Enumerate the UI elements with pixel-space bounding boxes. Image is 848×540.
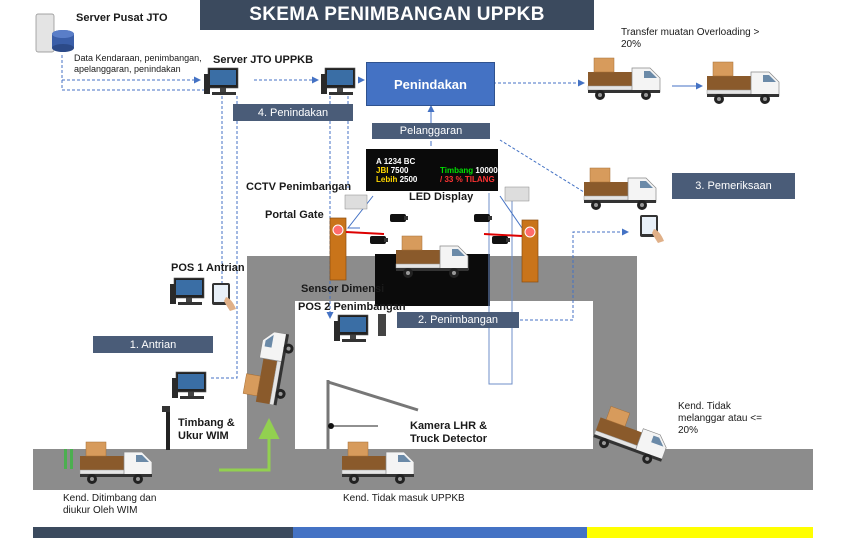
server-note: Data Kendaraan, penimbangan, apelanggara… bbox=[74, 53, 202, 74]
step-3-pemeriksaan[interactable]: 3. Pemeriksaan bbox=[672, 173, 795, 199]
footer-seg-2 bbox=[293, 527, 587, 538]
page-title: SKEMA PENIMBANGAN UPPKB bbox=[200, 0, 594, 30]
pelanggaran-box[interactable]: Pelanggaran bbox=[372, 123, 490, 139]
step-1-antrian[interactable]: 1. Antrian bbox=[93, 336, 213, 353]
led-jbi-label: JBI bbox=[376, 166, 389, 175]
timbang-label: Timbang & Ukur WIM bbox=[178, 417, 235, 442]
pos1-label: POS 1 Antrian bbox=[171, 262, 245, 274]
server-uppkb-label: Server JTO UPPKB bbox=[213, 54, 314, 66]
pc-penindakan bbox=[320, 67, 356, 96]
led-jbi-value: 7500 bbox=[390, 166, 409, 175]
kend-tidak-langgar-label: Kend. Tidak melanggar atau <= 20% bbox=[678, 401, 762, 436]
kend-tidak-masuk-label: Kend. Tidak masuk UPPKB bbox=[343, 493, 465, 504]
footer-seg-3 bbox=[587, 527, 813, 538]
led-timbang-label: Timbang bbox=[440, 166, 474, 175]
led-lebih-label: Lebih bbox=[376, 175, 398, 184]
cctv-label: CCTV Penimbangan bbox=[246, 181, 352, 193]
pos2-label: POS 2 Penimbangan bbox=[298, 301, 406, 313]
footer-seg-1 bbox=[33, 527, 293, 538]
led-timbang-value: 10000 bbox=[475, 166, 498, 175]
step-2-penimbangan[interactable]: 2. Penimbangan bbox=[397, 312, 519, 328]
pc-server-uppkb bbox=[203, 67, 239, 96]
transfer-label: Transfer muatan Overloading > 20% bbox=[621, 27, 760, 50]
entry-green-arrow bbox=[219, 418, 280, 472]
main-road bbox=[33, 449, 813, 490]
kend-wim-label: Kend. Ditimbang dan diukur Oleh WIM bbox=[63, 493, 157, 516]
pc-wim bbox=[171, 371, 207, 400]
server-pusat-label: Server Pusat JTO bbox=[76, 12, 168, 24]
portal-gate-label: Portal Gate bbox=[265, 209, 324, 221]
server-pusat-icon bbox=[35, 13, 74, 53]
led-status: / 33 % TILANG bbox=[440, 175, 495, 184]
led-plate: A 1234 BC bbox=[376, 157, 416, 166]
led-display-label: LED Display bbox=[409, 191, 474, 203]
led-display-panel: A 1234 BC JBI 7500 Lebih 2500 Timbang 10… bbox=[366, 149, 498, 191]
penindakan-box[interactable]: Penindakan bbox=[366, 62, 495, 106]
kamera-label: Kamera LHR & Truck Detector bbox=[410, 420, 488, 445]
pc-pos1 bbox=[169, 277, 205, 306]
step-4-penindakan[interactable]: 4. Penindakan bbox=[233, 104, 353, 121]
led-lebih-value: 2500 bbox=[399, 175, 418, 184]
sensor-label: Sensor Dimensi bbox=[301, 283, 385, 295]
